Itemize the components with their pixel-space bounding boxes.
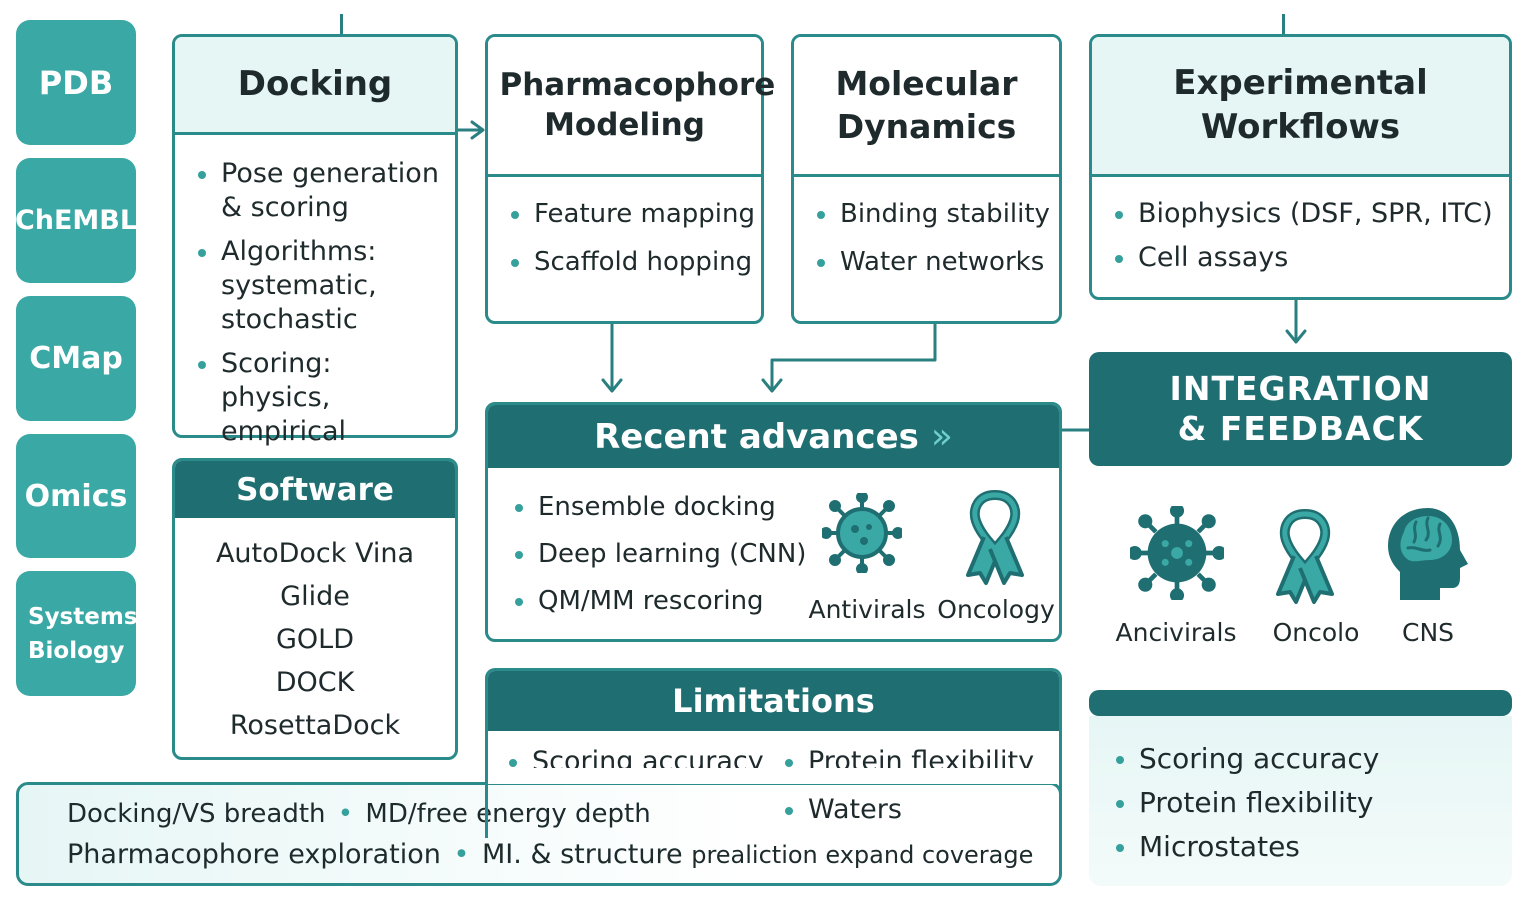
software-header: Software [175,461,455,518]
db-tile-pdb[interactable]: PDB [16,20,136,145]
arrow-head [601,378,623,393]
list-item: Scaffold hopping [508,245,755,279]
bullet-separator: • [453,839,470,870]
recent-title: Recent advances [594,416,919,457]
virus-icon [822,493,902,573]
summary-line-1: Docking/VS breadth • MD/free energy dept… [67,799,651,829]
db-tile-systems-biology[interactable]: Systems Biology [16,571,138,696]
recent-header: Recent advances » [488,405,1059,468]
list-item: QM/MM rescoring [512,584,806,618]
software-list: AutoDock Vina Glide GOLD DOCK RosettaDoc… [175,518,455,747]
list-item: Microstates [1113,830,1512,864]
list-item: Feature mapping [508,197,755,231]
icon-label: Ancivirals [1115,618,1237,647]
list-item: Cell assays [1112,241,1503,275]
summary-text: MD/free energy depth [365,799,651,829]
icon-label: Oncolo [1272,618,1360,647]
list-item: Ensemble docking [512,490,806,524]
list-item: Pose generation & scoring [195,157,447,225]
arrow-head [1285,329,1307,344]
experimental-card: Experimental Workflows Biophysics (DSF, … [1089,34,1512,300]
right-limitations-panel: Scoring accuracy Protein flexibility Mic… [1089,716,1512,886]
db-label: PDB [38,63,114,102]
icon-label: CNS [1401,618,1455,647]
recent-advances-card: Recent advances » Ensemble docking Deep … [485,402,1062,642]
arrow-head [761,378,783,393]
docking-bullets: Pose generation & scoring Algorithms: sy… [175,135,455,449]
limitations-card: Limitations Scoring accuracy Protein fle… [485,668,1062,838]
arrow-md-recent [770,321,937,392]
list-item: Biophysics (DSF, SPR, ITC) [1112,197,1503,231]
list-item: Scoring accuracy [1113,742,1512,776]
pharmacophore-header: Pharmacophore Modeling [488,37,776,177]
db-label: Systems Biology [28,603,138,664]
connector-line [340,14,343,36]
experimental-bullets: Biophysics (DSF, SPR, ITC) Cell assays [1092,177,1509,275]
icon-label: Antivirals [808,595,926,624]
list-item: Deep learning (CNN) [512,537,806,571]
right-limitations-bullets: Scoring accuracy Protein flexibility Mic… [1089,716,1512,864]
limitations-header: Limitations [488,671,1059,731]
spacer [489,742,1058,743]
arrow-head [470,120,485,140]
list-item: AutoDock Vina [215,538,415,569]
virus-icon [1130,506,1224,600]
db-tile-chembl[interactable]: ChEMBL [14,158,138,283]
list-item: Waters [782,793,1034,827]
summary-box: Docking/VS breadth • MD/free energy dept… [16,782,1062,886]
md-bullets: Binding stability Water networks [794,177,1059,279]
experimental-title: Experimental Workflows [1173,62,1428,147]
summary-text: MI. & structure [482,839,683,870]
summary-line-2: Pharmacophore exploration • MI. & struct… [67,839,1033,870]
db-label: CMap [29,341,123,376]
list-item: GOLD [275,624,354,655]
limitations-col-2: Protein flexibility Waters [782,745,1034,827]
summary-text: Pharmacophore exploration [67,839,441,870]
right-limitations-bar [1089,690,1512,716]
db-tile-omics[interactable]: Omics [16,434,136,558]
db-tile-cmap[interactable]: CMap [16,296,136,421]
list-item: Glide [280,581,350,612]
pharmacophore-title: Pharmacophore Modeling [499,66,776,143]
db-label: ChEMBL [14,205,138,236]
md-title: Molecular Dynamics [835,64,1018,146]
software-card: Software AutoDock Vina Glide GOLD DOCK R… [172,458,458,760]
pharmacophore-bullets: Feature mapping Scaffold hopping [488,177,761,279]
list-item: Algorithms: systematic, stochastic [195,235,447,337]
md-card: Molecular Dynamics Binding stability Wat… [791,34,1062,324]
integration-title: INTEGRATION & FEEDBACK [1169,369,1432,448]
connector-line [1282,14,1285,36]
pharmacophore-card: Pharmacophore Modeling Feature mapping S… [485,34,776,324]
recent-bullets: Ensemble docking Deep learning (CNN) QM/… [512,490,806,618]
list-item: Scoring: physics, empirical [195,347,447,449]
software-title: Software [236,471,394,508]
bullet-separator: • [337,799,354,829]
list-item: RosettaDock [229,710,401,741]
summary-text: Docking/VS breadth [67,799,326,829]
summary-text: prealiction expand coverage [691,841,1034,869]
limitations-title: Limitations [672,682,875,720]
list-item: Protein flexibility [1113,786,1512,820]
icon-label: Oncology [937,595,1055,624]
experimental-header: Experimental Workflows [1092,37,1509,177]
list-item: Water networks [814,245,1053,279]
docking-title: Docking [237,63,393,104]
db-label: Omics [24,478,128,514]
docking-card: Docking Pose generation & scoring Algori… [172,34,458,447]
ribbon-icon [1276,508,1334,604]
brain-head-icon [1388,508,1468,600]
docking-header: Docking [175,37,455,135]
list-item: Binding stability [814,197,1053,231]
list-item: DOCK [275,667,355,698]
double-chevron-icon: » [930,416,953,457]
ribbon-icon [966,489,1024,585]
md-header: Molecular Dynamics [794,37,1059,177]
integration-banner: INTEGRATION & FEEDBACK [1089,352,1512,466]
limitations-mask [488,768,1059,784]
